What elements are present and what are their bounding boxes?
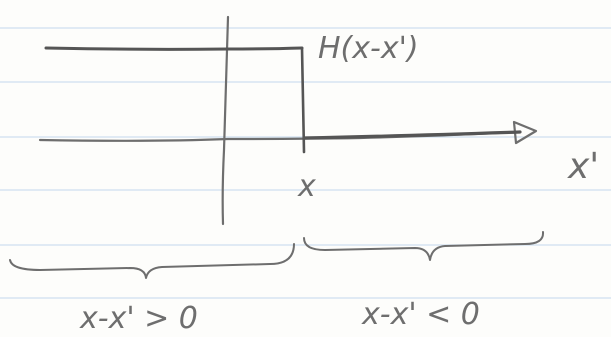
y-axis-line [221, 15, 230, 226]
x-point-label: x [297, 169, 316, 204]
region-left-label: x-x' > 0 [79, 301, 198, 336]
region-right-label: x-x' < 0 [361, 297, 480, 332]
brace-right [303, 231, 545, 261]
step-bottom-line [302, 130, 522, 140]
paper-rules [0, 27, 611, 299]
x-axis-label: x' [567, 146, 599, 187]
function-label: H(x-x') [318, 31, 419, 66]
brace-left [9, 243, 295, 279]
step-top-line [44, 46, 304, 51]
step-drop-line [300, 46, 306, 154]
